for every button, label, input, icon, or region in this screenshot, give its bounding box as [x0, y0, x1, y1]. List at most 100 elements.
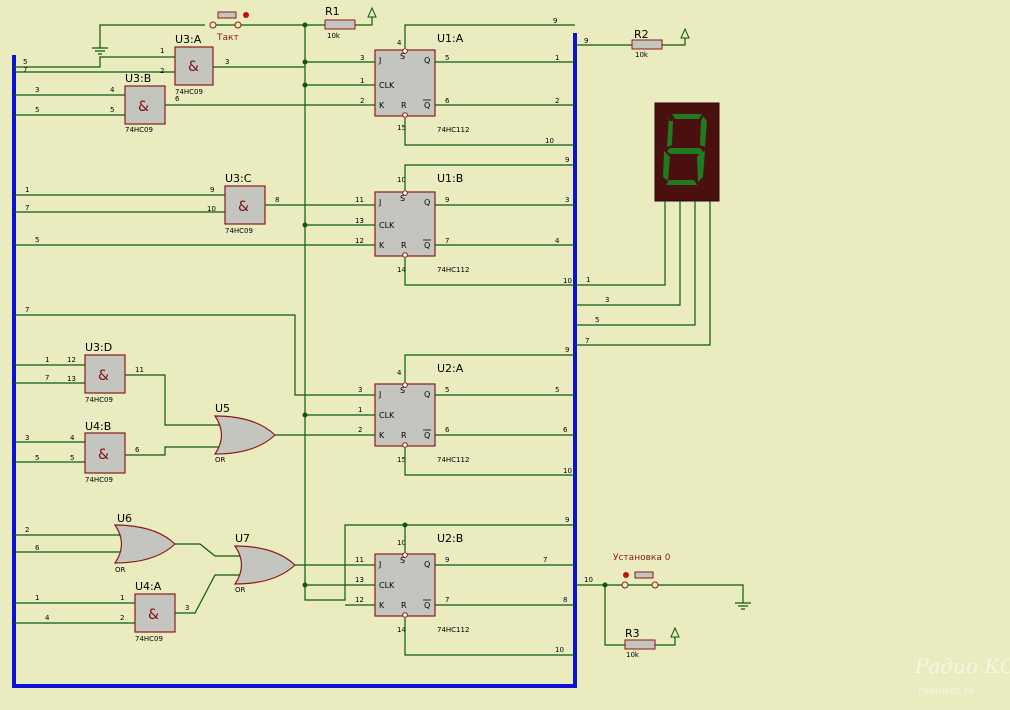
svg-text:12: 12 [67, 356, 76, 364]
svg-text:7: 7 [445, 596, 449, 604]
reset-button[interactable] [621, 571, 659, 589]
svg-text:10: 10 [584, 576, 593, 584]
svg-text:14: 14 [397, 266, 406, 274]
svg-text:7: 7 [585, 337, 589, 345]
svg-text:9: 9 [553, 17, 557, 25]
svg-text:K: K [379, 241, 385, 250]
svg-text:10: 10 [397, 539, 406, 547]
svg-text:8: 8 [275, 196, 279, 204]
svg-text:12: 12 [355, 237, 364, 245]
svg-text:CLK: CLK [379, 81, 395, 90]
svg-text:6: 6 [563, 426, 568, 434]
power-icon [680, 27, 690, 39]
svg-text:&: & [98, 368, 109, 384]
svg-text:74HC09: 74HC09 [125, 126, 153, 134]
svg-text:CLK: CLK [379, 581, 395, 590]
svg-text:7: 7 [543, 556, 547, 564]
u1a-label: U1:A [437, 32, 464, 45]
svg-text:10: 10 [545, 137, 554, 145]
r2-label: R2 [634, 28, 649, 41]
svg-text:74HC112: 74HC112 [437, 126, 469, 134]
r1-value: 10k [327, 32, 341, 40]
svg-text:10: 10 [207, 205, 216, 213]
svg-text:11: 11 [355, 556, 364, 564]
u3d-label: U3:D [85, 341, 112, 354]
svg-text:J: J [378, 56, 381, 65]
svg-text:K: K [379, 101, 385, 110]
svg-text:9: 9 [565, 516, 569, 524]
svg-text:5: 5 [70, 454, 74, 462]
svg-text:15: 15 [397, 124, 406, 132]
u7-or-gate [233, 545, 296, 585]
svg-text:3: 3 [185, 604, 189, 612]
svg-text:&: & [148, 607, 159, 623]
u3c-label: U3:C [225, 172, 252, 185]
svg-text:74HC09: 74HC09 [175, 88, 203, 96]
svg-text:2: 2 [358, 426, 362, 434]
u2b-label: U2:B [437, 532, 463, 545]
clock-button[interactable] [209, 11, 249, 29]
svg-text:2: 2 [360, 97, 364, 105]
u2b-flipflop: J CLK K S R Q Q [374, 552, 436, 618]
svg-text:9: 9 [445, 556, 449, 564]
u5-or-gate [213, 415, 276, 455]
svg-text:6: 6 [175, 95, 180, 103]
svg-text:4: 4 [45, 614, 50, 622]
svg-text:S: S [400, 52, 405, 61]
svg-text:3: 3 [225, 58, 229, 66]
svg-text:1: 1 [555, 54, 559, 62]
svg-text:J: J [378, 390, 381, 399]
svg-text:Q: Q [424, 601, 430, 610]
svg-text:10k: 10k [635, 51, 649, 59]
u3a-label: U3:A [175, 33, 202, 46]
svg-text:74HC09: 74HC09 [85, 476, 113, 484]
svg-text:1: 1 [120, 594, 124, 602]
svg-text:K: K [379, 431, 385, 440]
u3b-label: U3:B [125, 72, 151, 85]
svg-text:3: 3 [25, 434, 29, 442]
svg-text:15: 15 [397, 456, 406, 464]
ground-icon [735, 602, 751, 610]
svg-text:5: 5 [445, 386, 449, 394]
svg-text:Q: Q [424, 390, 430, 399]
svg-text:1: 1 [35, 594, 39, 602]
svg-text:9: 9 [210, 186, 214, 194]
u4b-label: U4:B [85, 420, 111, 433]
svg-text:7: 7 [25, 204, 29, 212]
watermark-title: Радио КОТ [914, 654, 1010, 678]
svg-text:R: R [401, 101, 407, 110]
svg-text:OR: OR [115, 566, 126, 574]
svg-text:9: 9 [584, 37, 588, 45]
power-icon [367, 6, 377, 18]
svg-text:74HC09: 74HC09 [85, 396, 113, 404]
svg-text:6: 6 [135, 446, 140, 454]
u3a-and-gate [174, 46, 214, 86]
svg-text:9: 9 [565, 346, 569, 354]
r1-resistor [324, 19, 356, 30]
svg-text:7: 7 [45, 374, 49, 382]
svg-text:2: 2 [120, 614, 124, 622]
u1a-flipflop: J CLK K S R Q Q [374, 48, 436, 118]
svg-text:5: 5 [23, 58, 27, 66]
svg-text:1: 1 [586, 276, 590, 284]
svg-text:1: 1 [160, 47, 164, 55]
svg-text:11: 11 [355, 196, 364, 204]
svg-text:5: 5 [110, 106, 114, 114]
svg-text:4: 4 [110, 86, 115, 94]
clock-button-label: Такт [216, 33, 239, 43]
seven-segment-display [654, 102, 720, 202]
svg-text:&: & [98, 447, 109, 463]
u5-label: U5 [215, 402, 230, 415]
svg-text:Q: Q [424, 241, 430, 250]
svg-text:Q: Q [424, 431, 430, 440]
svg-text:2: 2 [160, 67, 164, 75]
u4a-and-gate [134, 593, 176, 633]
svg-text:6: 6 [35, 544, 40, 552]
svg-text:R: R [401, 431, 407, 440]
u4b-and-gate [84, 432, 126, 474]
svg-text:13: 13 [355, 217, 364, 225]
svg-text:74HC09: 74HC09 [135, 635, 163, 643]
svg-text:13: 13 [67, 375, 76, 383]
u1b-label: U1:B [437, 172, 463, 185]
svg-text:1: 1 [25, 186, 29, 194]
